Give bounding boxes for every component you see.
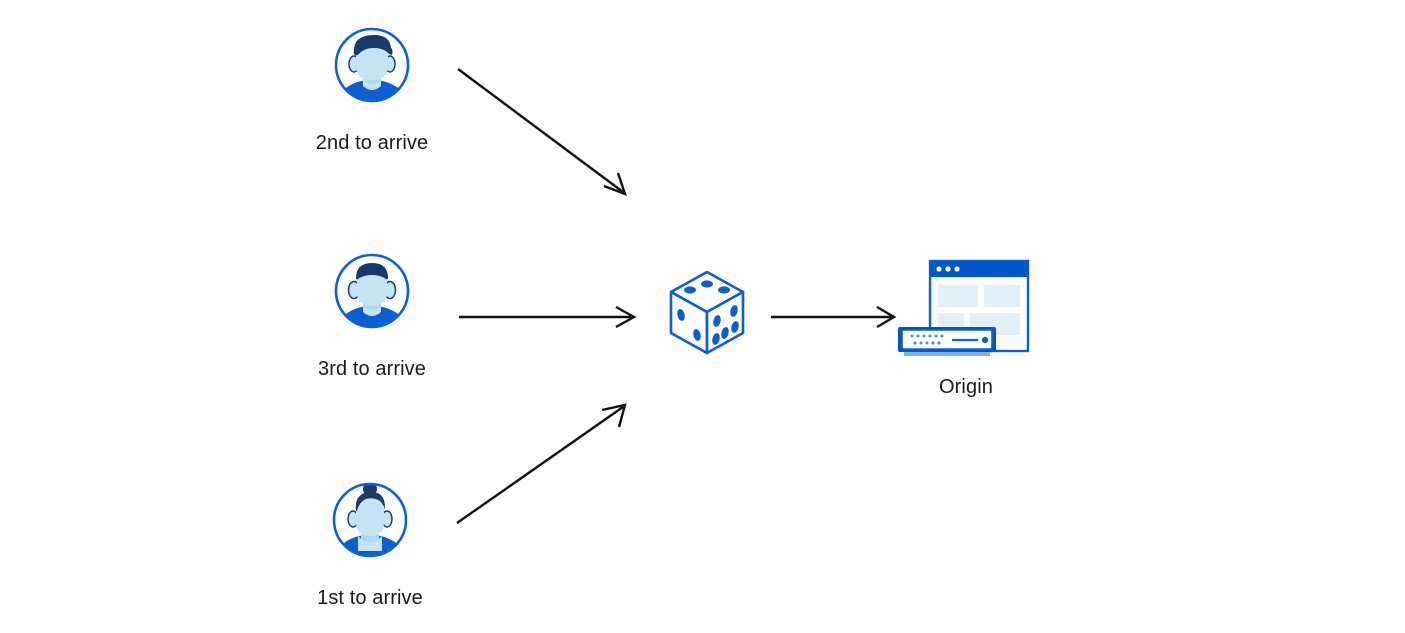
- server-device-icon: [898, 327, 996, 356]
- user-avatar-icon: [334, 27, 410, 103]
- arrow-2nd-to-dice: [457, 68, 627, 197]
- dice-icon: [669, 270, 745, 355]
- node-randomizer[interactable]: [659, 265, 755, 361]
- node-label-client-1st: 1st to arrive: [317, 587, 423, 609]
- origin-server-icon: [898, 259, 1030, 356]
- arrow-1st-to-dice: [456, 403, 627, 524]
- node-label-client-2nd: 2nd to arrive: [315, 132, 429, 154]
- user-avatar-icon: [334, 253, 410, 329]
- arrow-3rd-to-dice: [459, 305, 637, 329]
- node-label-origin: Origin: [939, 376, 993, 398]
- browser-window-icon: [928, 259, 1030, 353]
- user-avatar-icon: [332, 482, 408, 558]
- node-label-client-3rd: 3rd to arrive: [317, 358, 426, 380]
